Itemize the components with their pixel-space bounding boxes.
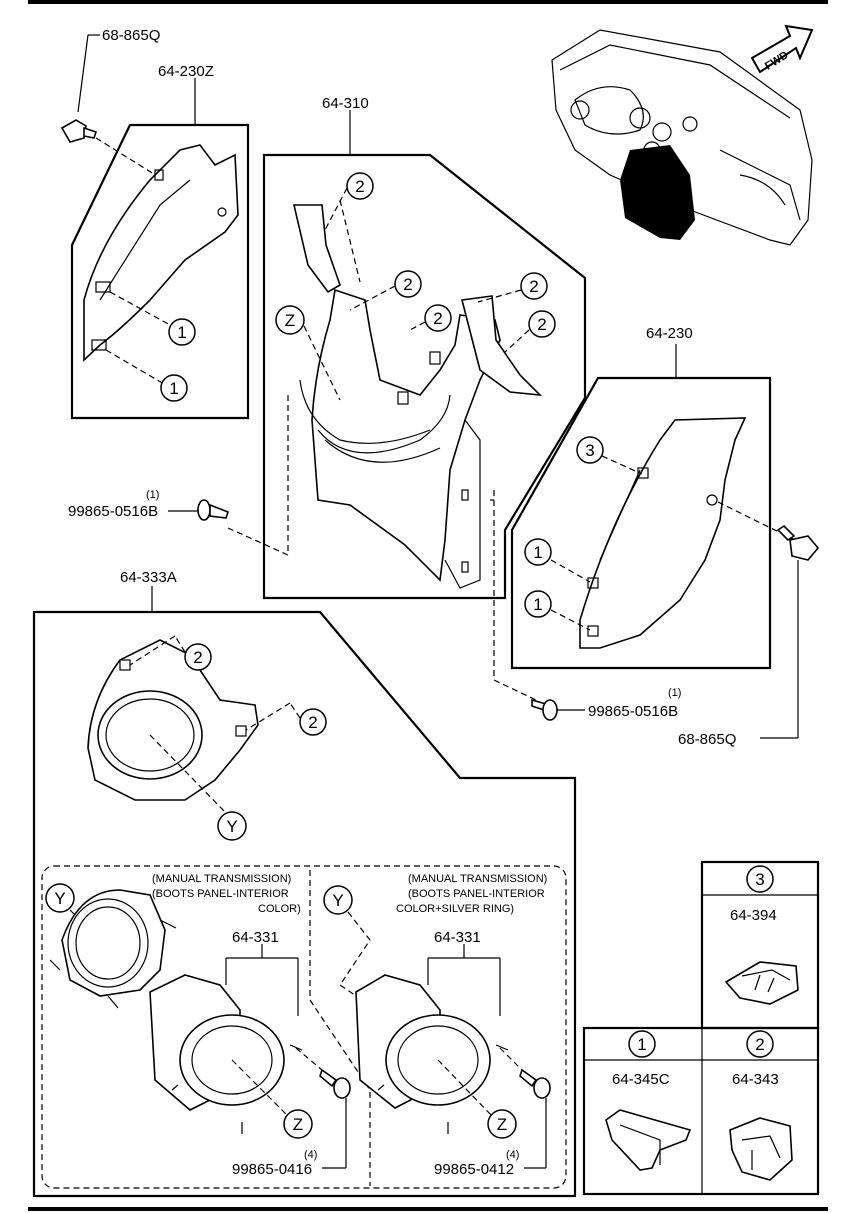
callout-z-right-text: Z xyxy=(497,1115,507,1134)
left-panel-group: 68-865Q 64-230Z 1 1 xyxy=(60,27,250,420)
callout-3 xyxy=(576,436,604,464)
callout-2-b-text: 2 xyxy=(403,275,412,294)
callout-2-g-text: 2 xyxy=(308,713,317,732)
callout-2-f xyxy=(184,643,212,671)
legend-callout-1-text: 1 xyxy=(637,1035,646,1054)
note-left-3: COLOR) xyxy=(258,903,301,915)
label-qty-bolt-right: (1) xyxy=(668,687,681,699)
legend-callout-1 xyxy=(628,1030,656,1058)
note-right-3: COLOR+SILVER RING) xyxy=(396,903,514,915)
boot-panel-group: 64-333A 2 2 Y (MANUAL TRANSMISSION) (BOO… xyxy=(32,569,577,1198)
legend-callout-3-text: 3 xyxy=(755,870,764,889)
callout-1-b xyxy=(160,374,188,402)
label-99865-0516b-left: 99865-0516B xyxy=(68,503,158,520)
callout-y-left-text: Y xyxy=(54,889,65,908)
bolt-icon-right xyxy=(531,698,558,721)
fwd-arrow-icon: FWD xyxy=(750,24,814,74)
legend-part-64-394: 64-394 xyxy=(730,907,777,924)
screw-icon-boot-right xyxy=(519,1068,551,1099)
label-99865-0416: 99865-0416 xyxy=(232,1161,312,1178)
callout-z-center-text: Z xyxy=(285,311,295,330)
legend-callout-2-text: 2 xyxy=(755,1035,764,1054)
callout-2-a xyxy=(346,172,374,200)
screw-icon xyxy=(60,119,98,143)
note-left-1: (MANUAL TRANSMISSION) xyxy=(152,873,291,885)
callout-z-left xyxy=(283,1109,313,1139)
callout-y-panel-text: Y xyxy=(226,817,237,836)
top-rule xyxy=(28,0,828,4)
callout-2-b xyxy=(394,270,422,298)
callout-2-c-text: 2 xyxy=(433,309,442,328)
callout-y-right xyxy=(323,885,353,915)
bolt-right-group: (1) 99865-0516B xyxy=(490,490,681,721)
callout-3-text: 3 xyxy=(585,441,594,460)
callout-1-a-text: 1 xyxy=(177,323,186,342)
screw-icon-right xyxy=(776,524,820,561)
label-qty-screw-left: (4) xyxy=(304,1149,317,1161)
label-68-865q-top: 68-865Q xyxy=(102,27,160,44)
callout-1-c xyxy=(524,538,552,566)
callout-2-d xyxy=(520,272,548,300)
bolt-icon xyxy=(197,499,229,521)
callout-2-c xyxy=(424,304,452,332)
callout-y-left xyxy=(45,883,75,913)
label-qty-bolt-left: (1) xyxy=(146,489,159,501)
right-panel-group: 64-230 3 1 1 68-865Q xyxy=(510,325,820,748)
clip-64-345c-icon xyxy=(605,1109,692,1171)
label-qty-screw-right: (4) xyxy=(506,1149,519,1161)
clip-legend: 3 64-394 1 64-345C 2 64-343 xyxy=(582,860,820,1196)
label-64-310: 64-310 xyxy=(322,95,369,112)
callout-1-a xyxy=(168,318,196,346)
callout-2-g xyxy=(299,708,327,736)
legend-callout-3 xyxy=(746,865,774,893)
variant-container xyxy=(41,865,567,1189)
legend-part-64-345c: 64-345C xyxy=(612,1071,670,1088)
label-64-230: 64-230 xyxy=(646,325,693,342)
bolt-left-group: (1) 99865-0516B xyxy=(68,489,229,521)
note-right-2: (BOOTS PANEL-INTERIOR xyxy=(408,888,545,900)
callout-y-panel xyxy=(217,811,247,841)
callout-2-e xyxy=(528,310,556,338)
callout-1-d-text: 1 xyxy=(533,595,542,614)
legend-part-64-343: 64-343 xyxy=(732,1071,779,1088)
screw-icon-boot-left xyxy=(319,1068,351,1099)
callout-z-center xyxy=(275,305,305,335)
label-99865-0412: 99865-0412 xyxy=(434,1161,514,1178)
callout-1-d xyxy=(524,590,552,618)
label-64-331-right: 64-331 xyxy=(434,929,481,946)
callout-z-right xyxy=(487,1109,517,1139)
callout-2-d-text: 2 xyxy=(529,277,538,296)
label-68-865q-right: 68-865Q xyxy=(678,731,736,748)
legend-callout-2 xyxy=(746,1030,774,1058)
callout-2-a-text: 2 xyxy=(355,177,364,196)
highlighted-console xyxy=(620,145,695,240)
clip-64-394-icon xyxy=(724,961,799,1005)
label-64-331-left: 64-331 xyxy=(232,929,279,946)
callout-2-f-text: 2 xyxy=(193,648,202,667)
dashboard-overview: FWD xyxy=(551,24,814,246)
callout-2-e-text: 2 xyxy=(537,315,546,334)
note-right-1: (MANUAL TRANSMISSION) xyxy=(408,873,547,885)
label-64-333a: 64-333A xyxy=(120,569,177,586)
callout-1-c-text: 1 xyxy=(533,543,542,562)
center-panel-group: 64-310 2 2 2 2 2 Z xyxy=(227,95,587,600)
label-64-230z: 64-230Z xyxy=(158,63,214,80)
bottom-rule xyxy=(28,1207,828,1211)
callout-y-right-text: Y xyxy=(332,891,343,910)
note-left-2: (BOOTS PANEL-INTERIOR xyxy=(152,888,289,900)
clip-64-343-icon xyxy=(729,1117,793,1181)
callout-z-left-text: Z xyxy=(293,1115,303,1134)
callout-1-b-text: 1 xyxy=(169,379,178,398)
label-99865-0516b-right: 99865-0516B xyxy=(588,703,678,720)
